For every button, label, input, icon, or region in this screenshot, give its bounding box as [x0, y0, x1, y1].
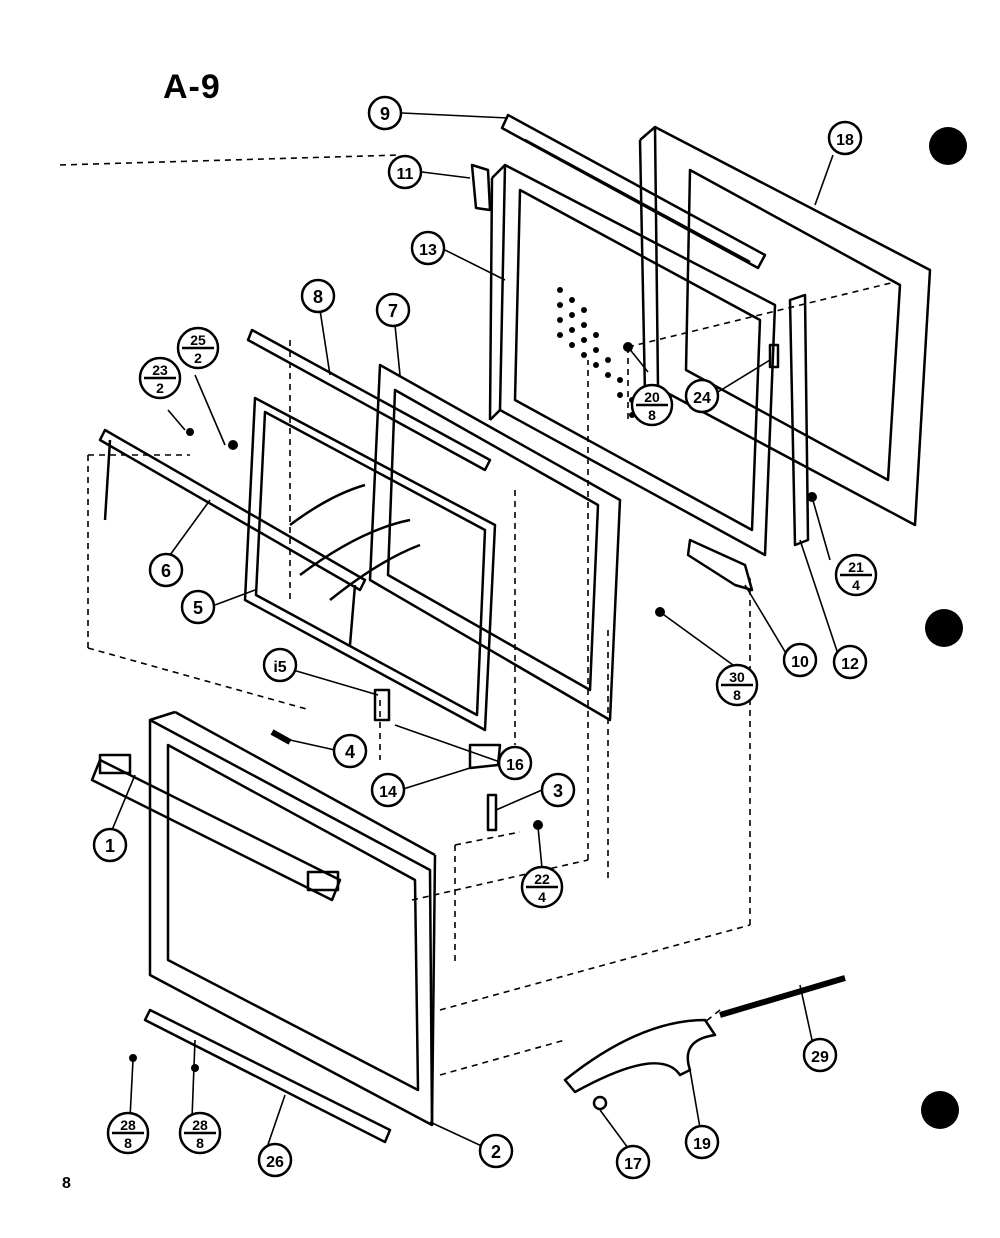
svg-text:9: 9 — [380, 104, 390, 124]
svg-text:19: 19 — [693, 1136, 711, 1153]
binder-hole-middle — [925, 609, 963, 647]
part-1-handle — [90, 753, 342, 902]
alignment-lines — [59, 154, 896, 1076]
svg-text:8: 8 — [648, 407, 656, 423]
callout-19: 19 — [684, 1124, 720, 1160]
svg-text:26: 26 — [266, 1154, 284, 1171]
part-10-bottom-bracket — [686, 538, 754, 592]
binder-hole-top — [929, 127, 967, 165]
svg-text:28: 28 — [120, 1117, 136, 1133]
part-4-spring — [270, 729, 292, 745]
svg-text:4: 4 — [538, 889, 546, 905]
svg-text:4: 4 — [345, 742, 355, 762]
svg-text:2: 2 — [156, 380, 164, 396]
svg-text:8: 8 — [124, 1135, 132, 1151]
callout-12: 12 — [832, 644, 868, 680]
svg-text:28: 28 — [192, 1117, 208, 1133]
callout-16: 16 — [497, 745, 533, 781]
svg-text:6: 6 — [161, 561, 171, 581]
callout-5: 5 — [180, 589, 216, 625]
callout-fraction-28-8-left: 28 8 — [106, 1111, 150, 1155]
part-26-bottom-strip — [143, 1008, 392, 1144]
callout-7: 7 — [375, 292, 411, 328]
callout-3: 3 — [540, 772, 576, 808]
svg-text:4: 4 — [852, 577, 860, 593]
part-3-bracket — [486, 793, 498, 832]
svg-text:7: 7 — [388, 301, 398, 321]
callout-fraction-30-8: 30 8 — [715, 663, 759, 707]
callout-1: 1 — [92, 827, 128, 863]
part-5-glass — [243, 396, 497, 732]
svg-text:11: 11 — [397, 166, 414, 183]
part-19-hinge-arm — [563, 1018, 717, 1094]
svg-text:10: 10 — [791, 654, 809, 671]
callout-17: 17 — [615, 1144, 651, 1180]
svg-text:12: 12 — [841, 656, 859, 673]
callout-15: i5 — [262, 647, 298, 683]
part-6-rail — [98, 428, 367, 646]
svg-text:5: 5 — [193, 598, 203, 618]
svg-text:30: 30 — [729, 669, 745, 685]
leader-lines — [111, 112, 841, 1163]
callout-13: 13 — [410, 230, 446, 266]
callout-fraction-25-2: 25 2 — [176, 326, 220, 370]
callout-24: 24 — [684, 378, 720, 414]
svg-text:18: 18 — [836, 132, 854, 149]
part-12-side-bracket — [788, 293, 810, 547]
hardware-screws — [129, 342, 817, 1072]
svg-text:24: 24 — [693, 390, 711, 407]
svg-text:23: 23 — [152, 362, 168, 378]
part-9-top-strip — [500, 113, 767, 270]
svg-text:16: 16 — [506, 757, 524, 774]
part-17-screw — [592, 1095, 608, 1111]
svg-text:8: 8 — [196, 1135, 204, 1151]
svg-text:2: 2 — [194, 350, 202, 366]
binder-hole-bottom — [921, 1091, 959, 1129]
part-24-latch — [768, 343, 780, 369]
callout-26: 26 — [257, 1142, 293, 1178]
callout-14: 14 — [370, 772, 406, 808]
svg-text:3: 3 — [553, 781, 563, 801]
svg-text:2: 2 — [491, 1142, 501, 1162]
svg-text:13: 13 — [419, 242, 437, 259]
callout-fraction-28-8-right: 28 8 — [178, 1111, 222, 1155]
callout-6: 6 — [148, 552, 184, 588]
part-2-door — [148, 710, 437, 1127]
part-11-bracket — [470, 163, 492, 212]
svg-text:1: 1 — [105, 836, 115, 856]
part-29-spring — [719, 975, 846, 1018]
svg-text:8: 8 — [313, 287, 323, 307]
callout-29: 29 — [802, 1037, 838, 1073]
callout-11: 11 — [387, 154, 423, 190]
callout-2: 2 — [478, 1133, 514, 1169]
part-13-perforations — [557, 287, 635, 418]
callout-fraction-22-4: 22 4 — [520, 865, 564, 909]
figure-title: A-9 — [163, 68, 221, 106]
part-18-outer-frame — [638, 125, 932, 527]
svg-text:22: 22 — [534, 871, 550, 887]
svg-text:21: 21 — [848, 559, 864, 575]
callout-fraction-20-8: 20 8 — [630, 383, 674, 427]
svg-text:25: 25 — [190, 332, 206, 348]
callout-10: 10 — [782, 642, 818, 678]
page-number: 8 — [62, 1175, 71, 1192]
svg-text:i5: i5 — [273, 659, 286, 676]
callout-4: 4 — [332, 733, 368, 769]
part-15-hinge — [373, 688, 391, 722]
callout-8: 8 — [300, 278, 336, 314]
callout-fraction-23-2: 23 2 — [138, 356, 182, 400]
svg-text:14: 14 — [379, 784, 397, 801]
svg-text:29: 29 — [811, 1049, 829, 1066]
svg-text:8: 8 — [733, 687, 741, 703]
svg-text:20: 20 — [644, 389, 660, 405]
callout-fraction-21-4: 21 4 — [834, 553, 878, 597]
part-13-inner-panel — [488, 163, 777, 557]
svg-text:17: 17 — [624, 1156, 642, 1173]
part-7-frame — [368, 363, 622, 722]
callout-9: 9 — [367, 95, 403, 131]
callout-18: 18 — [827, 120, 863, 156]
part-8-strip — [246, 328, 492, 472]
